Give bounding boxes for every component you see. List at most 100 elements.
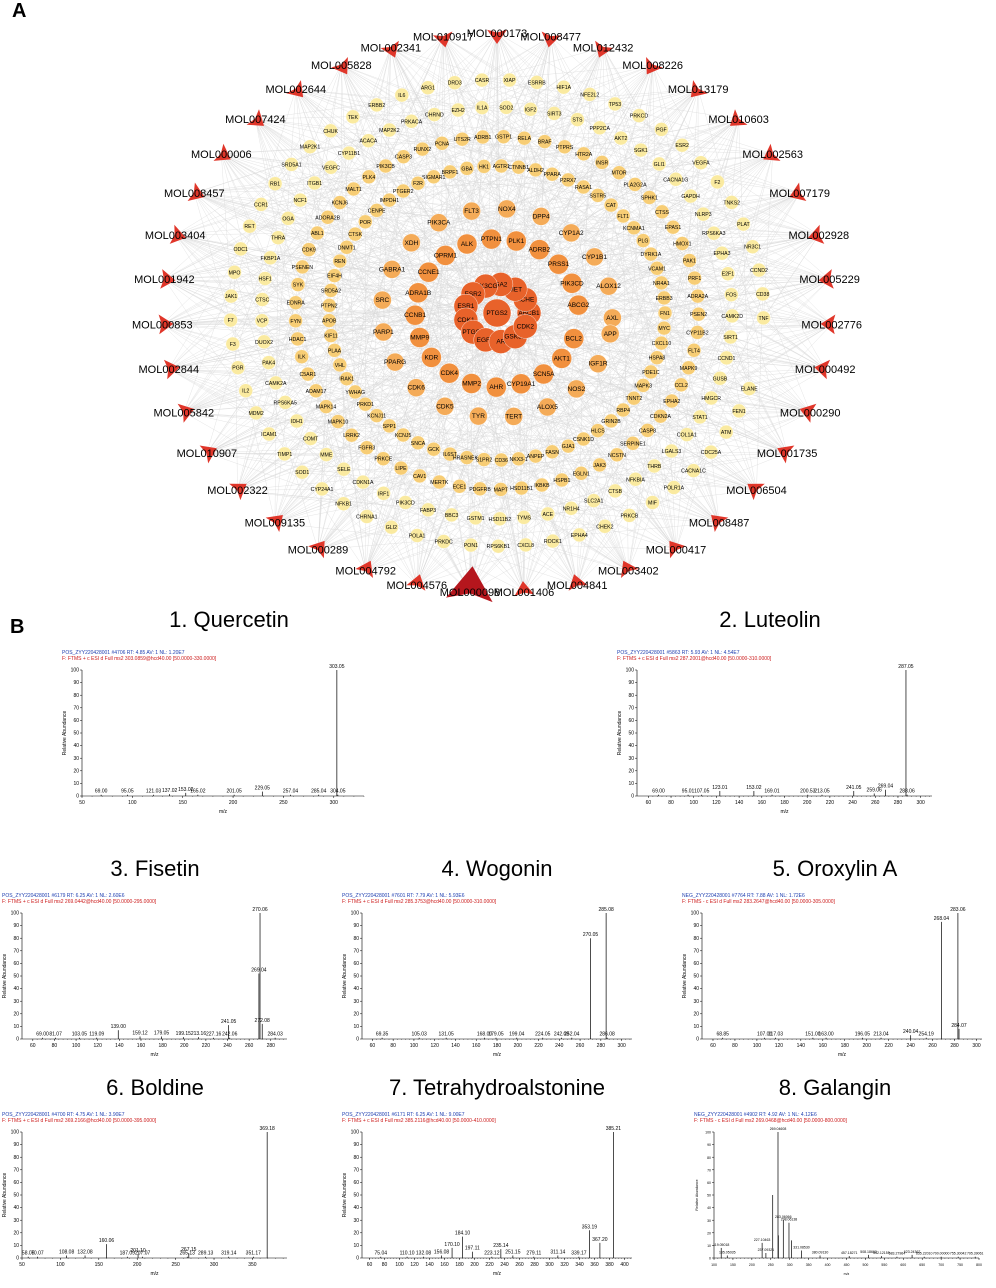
- target-node: ADRB1: [474, 129, 492, 145]
- molecule-node: MOL006504: [726, 483, 787, 501]
- target-node: PGF: [654, 122, 669, 137]
- y-tick-label: 20: [13, 1230, 19, 1236]
- target-label: IL2: [242, 389, 249, 395]
- spectrum-scan-header: POS_ZYY220428001 #4700 RT: 4.75 AV: 1 NL…: [2, 1112, 125, 1118]
- x-axis-label: m/z: [493, 1052, 502, 1058]
- spectrum-scan-header: POS_ZYY220428001 #4706 RT: 4.85 AV: 1 NL…: [62, 650, 185, 656]
- peak-label: 81.07: [49, 1032, 62, 1038]
- peak-label: 237.09321: [758, 1248, 775, 1252]
- target-node: CYP24A1: [311, 481, 333, 497]
- target-node: VCP: [254, 313, 270, 328]
- spectrum-title: 4. Wogonin: [441, 856, 553, 881]
- x-tick-label: 220: [826, 800, 835, 806]
- molecule-label: MOL006504: [726, 485, 787, 497]
- target-label: CSNK1D: [573, 437, 594, 443]
- target-label: PRKDC: [435, 540, 453, 546]
- y-tick-label: 0: [16, 1037, 19, 1043]
- y-tick-label: 90: [13, 1142, 19, 1148]
- peak-label: 285.08: [598, 907, 614, 913]
- target-label: VEGFC: [322, 165, 340, 171]
- x-tick-label: 80: [390, 1043, 396, 1049]
- y-tick-label: 50: [707, 1194, 711, 1198]
- y-tick-label: 0: [76, 794, 79, 800]
- target-label: YWHAG: [345, 390, 365, 396]
- molecule-node: MOL002776: [801, 314, 862, 335]
- x-tick-label: 60: [370, 1043, 376, 1049]
- peak-label: 369.18: [260, 1126, 276, 1132]
- target-label: IRAK1: [339, 377, 354, 383]
- peak-label: 285.04: [311, 789, 327, 795]
- y-tick-label: 10: [628, 781, 634, 787]
- target-node: IKBKB: [534, 477, 550, 493]
- molecule-node: MOL009135: [245, 515, 305, 532]
- target-node: CTSC: [255, 292, 270, 307]
- target-node: CASR: [475, 72, 489, 88]
- target-node: SERPINE1: [620, 436, 646, 451]
- target-label: ARG1: [421, 86, 435, 92]
- molecule-label: MOL004841: [547, 580, 608, 592]
- peak-label: 623.24367: [904, 1250, 921, 1254]
- target-node: PARP1: [373, 322, 394, 342]
- target-label: MAPK14: [316, 405, 337, 411]
- y-tick-label: 80: [13, 1155, 19, 1161]
- target-node: ERBB2: [368, 97, 385, 113]
- x-axis-label: m/z: [219, 809, 228, 815]
- target-node: CXCL8: [517, 537, 534, 553]
- spectrum-title: 7. Tetrahydroalstonine: [388, 1075, 606, 1100]
- target-node: GLI1: [652, 156, 667, 172]
- target-node: GSTM1: [467, 510, 485, 526]
- target-node: CAMK2D: [721, 308, 743, 324]
- target-label: CASP3: [395, 155, 412, 161]
- peak-label: 200.53: [800, 789, 816, 795]
- x-tick-label: 80: [52, 1043, 58, 1049]
- target-node: TEK: [345, 109, 361, 125]
- target-node: LRRK2: [343, 428, 360, 443]
- target-node: GJA1: [561, 438, 576, 454]
- target-node: CASP8: [639, 423, 656, 438]
- target-label: POR: [360, 220, 371, 226]
- target-label: CYP11B2: [686, 330, 709, 336]
- target-node: KCNJ11: [367, 408, 386, 423]
- x-tick-label: 120: [712, 800, 721, 806]
- x-tick-label: 140: [451, 1043, 460, 1049]
- peak-label: 269.04: [251, 967, 267, 973]
- target-node: SIGMAR1: [422, 169, 445, 185]
- target-label: POLR1A: [664, 486, 685, 492]
- target-label: POLA1: [409, 534, 426, 540]
- y-tick-label: 70: [707, 1168, 711, 1172]
- peak-label: 227.16: [206, 1032, 222, 1038]
- target-label: RB1: [270, 182, 280, 188]
- target-node: HTR2A: [575, 146, 593, 162]
- target-node: EGLN1: [573, 466, 590, 481]
- x-tick-label: 200: [803, 800, 812, 806]
- molecule-node: MOL002322: [207, 483, 268, 501]
- target-node: UTS2R: [454, 131, 471, 147]
- target-node: IMPDH1: [380, 192, 399, 208]
- y-tick-label: 30: [13, 999, 19, 1005]
- y-tick-label: 40: [73, 743, 79, 749]
- y-tick-label: 50: [353, 1193, 359, 1199]
- x-tick-label: 280: [950, 1043, 959, 1049]
- x-tick-label: 150: [95, 1262, 104, 1268]
- target-label: CTSB: [608, 489, 622, 495]
- ms-spectrum: POS_ZYY220428001 #4706 RT: 4.85 AV: 1 NL…: [60, 650, 372, 820]
- target-label: TEK: [348, 115, 359, 121]
- target-label: BCL2: [566, 336, 583, 343]
- target-label: NR4A1: [653, 281, 670, 287]
- target-label: IRF1: [378, 491, 389, 497]
- target-label: C5AR1: [300, 372, 317, 378]
- x-tick-label: 250: [279, 800, 288, 806]
- target-node: EPAS1: [665, 219, 681, 235]
- y-tick-label: 50: [73, 731, 79, 737]
- y-tick-label: 10: [707, 1244, 711, 1248]
- molecule-node: MOL010907: [177, 445, 237, 464]
- target-node: APP: [601, 324, 620, 343]
- y-tick-label: 90: [73, 680, 79, 686]
- target-label: IDH1: [291, 419, 303, 425]
- target-node: FLT4: [686, 343, 702, 358]
- target-label: PSENEN: [292, 265, 314, 271]
- target-node: HSF1: [257, 271, 273, 286]
- target-label: GCK: [428, 447, 440, 453]
- y-axis-label: Relative Abundance: [617, 711, 623, 756]
- y-tick-label: 10: [13, 1024, 19, 1030]
